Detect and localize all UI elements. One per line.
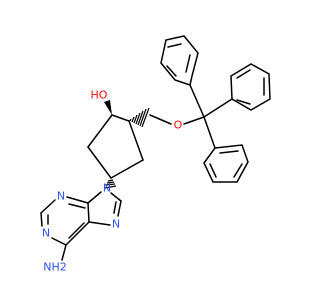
wedge-bond-oh (104, 100, 112, 115)
bond-c1-c2 (111, 114, 130, 122)
bond-ch2-o (149, 114, 172, 125)
bond-c8-n7-double (117, 200, 122, 217)
n1-label: N (42, 227, 50, 240)
hydroxyl-label: HO (91, 89, 108, 102)
bond-ctrityl-ph1 (189, 84, 205, 118)
cyclopentane-ring (87, 114, 144, 179)
phenyl-ring-bottom (203, 144, 249, 183)
n7-label: N (112, 218, 120, 231)
hashed-bond-ch2 (129, 107, 150, 128)
bond-n9-c8 (110, 192, 122, 202)
structure-canvas: HO O N N N N NH2 (40, 35, 271, 274)
phenyl-ring-top (160, 35, 199, 86)
bond-c6-nh2 (61, 244, 67, 261)
bond-c4-n3 (66, 196, 89, 204)
bond-c3-c4 (110, 159, 144, 179)
bond-ctrityl-ph2 (203, 98, 233, 118)
bond-c5-c1 (87, 114, 113, 148)
bond-n3-c2 (40, 199, 56, 214)
bond-ctrityl-ph3 (203, 116, 216, 149)
amine-label: NH2 (43, 261, 67, 274)
bond-c5-c4 (87, 202, 90, 223)
phenyl-ring-right (230, 63, 271, 111)
bond-o-ctrityl (183, 116, 205, 125)
ether-oxygen-label: O (174, 119, 183, 132)
bond-c2-n1 (40, 212, 43, 227)
bond-c6-c5 (65, 221, 90, 246)
bond-c4-n9 (87, 191, 102, 204)
adenine-group (40, 191, 122, 261)
n3-label: N (57, 190, 65, 203)
trityl-group (160, 35, 271, 183)
molecule-diagram: HO O N N N N NH2 (40, 35, 271, 274)
bond-c2-c3 (128, 120, 144, 161)
hashed-bond-n9 (104, 177, 117, 189)
bond-c4-c5 (87, 146, 112, 179)
bond-n7-c5 (88, 221, 111, 226)
n9-label: N (103, 182, 111, 195)
bond-n1-c6 (51, 237, 67, 246)
